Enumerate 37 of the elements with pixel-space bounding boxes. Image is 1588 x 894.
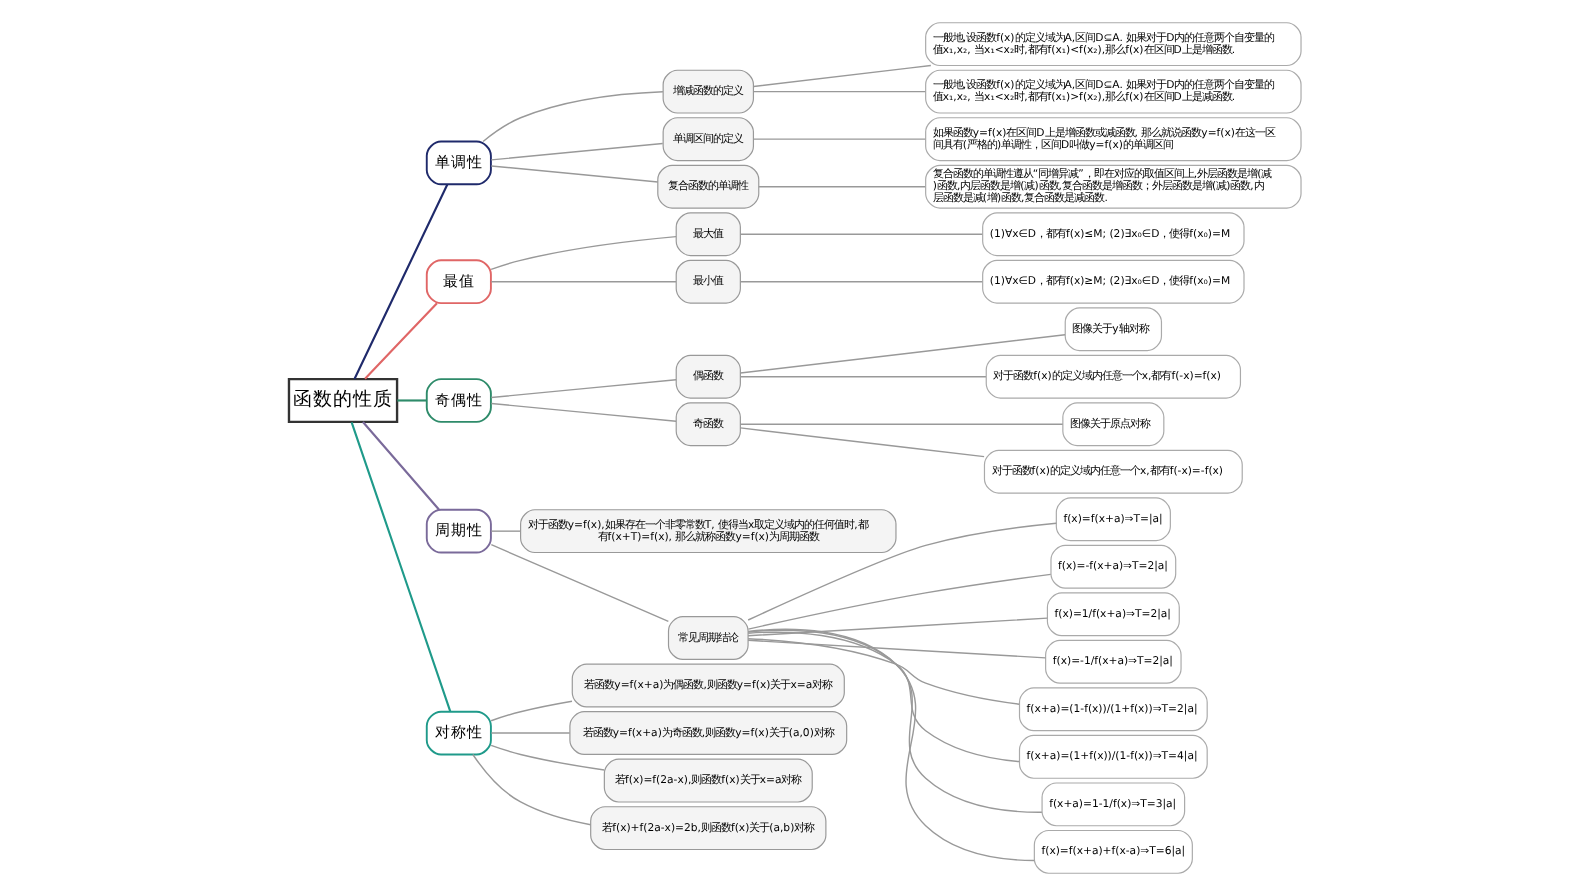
connector — [489, 141, 663, 160]
connector — [489, 731, 570, 733]
connector — [746, 638, 1046, 658]
connector — [746, 616, 1047, 636]
node-box: 函数的性质 — [286, 376, 398, 423]
connector — [757, 184, 925, 187]
connector — [489, 164, 658, 182]
connector — [489, 280, 676, 282]
connector — [349, 420, 451, 711]
connector — [489, 743, 604, 770]
connector — [489, 234, 676, 270]
connector — [489, 529, 520, 531]
connector — [746, 630, 1020, 762]
connector — [746, 628, 1042, 812]
connector — [471, 752, 591, 825]
connector — [489, 378, 676, 398]
connector — [489, 401, 676, 421]
connector — [746, 572, 1051, 629]
connector — [489, 699, 572, 721]
connector — [396, 398, 426, 401]
connector — [363, 301, 437, 379]
connector — [746, 636, 1019, 704]
connector — [738, 375, 986, 377]
connector — [738, 426, 984, 457]
connector — [352, 183, 448, 379]
connector — [738, 280, 982, 282]
connector — [738, 333, 1065, 373]
connector — [746, 521, 1056, 620]
connector — [489, 542, 669, 621]
connector — [361, 420, 439, 510]
connector — [481, 90, 663, 142]
connector — [752, 89, 925, 92]
connector — [738, 232, 982, 234]
connector — [752, 63, 931, 87]
connector — [752, 137, 925, 139]
connector — [746, 627, 1034, 861]
connector — [738, 422, 1063, 424]
